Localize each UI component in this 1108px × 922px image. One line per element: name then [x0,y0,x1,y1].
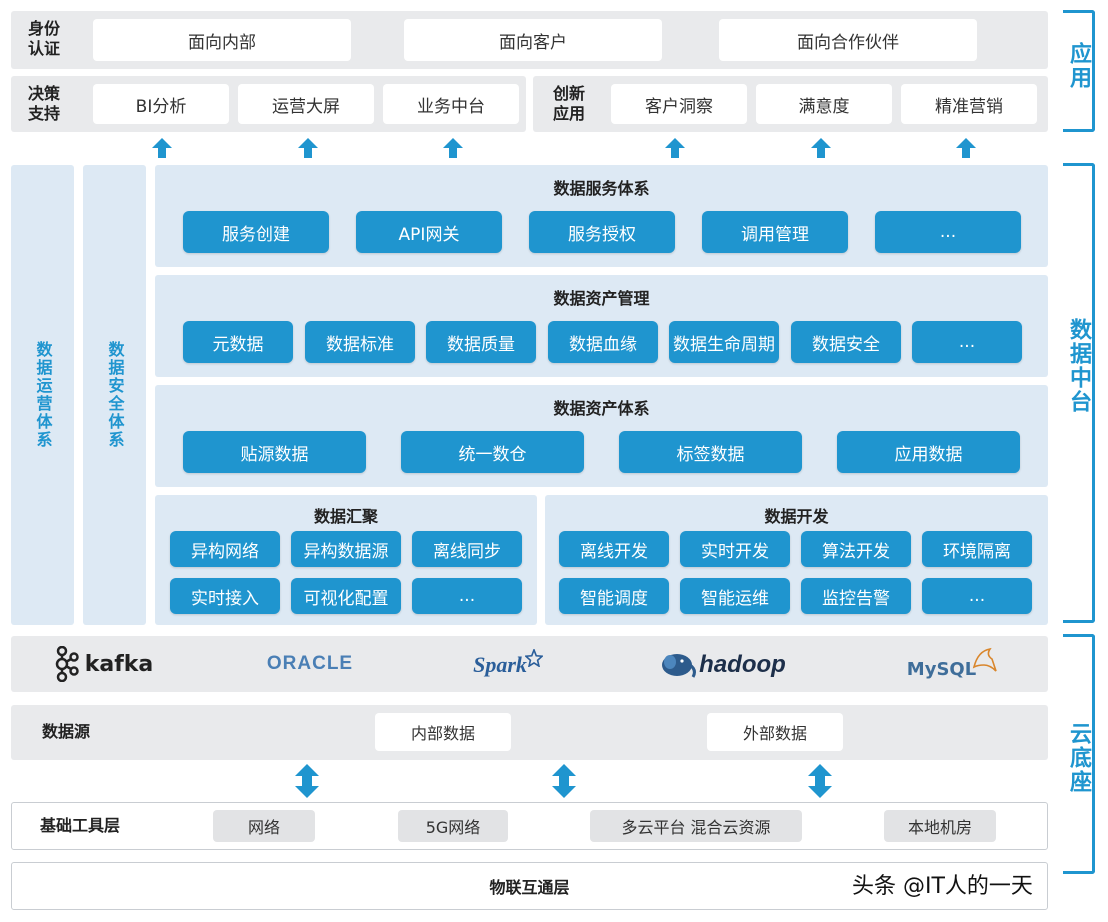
identity-label: 身份 认证 [28,19,61,58]
develop-item-offline[interactable]: 离线开发 [559,531,669,567]
innovation-label: 创新 应用 [553,84,586,123]
infra-label: 基础工具层 [40,816,121,835]
row2-item-biz[interactable]: 业务中台 [383,84,519,124]
collect-item-realtime[interactable]: 实时接入 [170,578,280,614]
asset-mgmt-item-standard[interactable]: 数据标准 [305,321,415,363]
service-item-gateway[interactable]: API网关 [356,211,502,253]
watermark: 头条 @IT人的一天 [852,874,1033,899]
infra-band [11,802,1048,850]
spark-text: Spark [473,652,527,677]
hadoop-text: hadoop [699,651,786,678]
develop-item-algorithm[interactable]: 算法开发 [801,531,911,567]
arrow-up-icon [665,138,685,158]
asset-system-item-app[interactable]: 应用数据 [837,431,1020,473]
star-icon [524,649,543,667]
hadoop-logo: hadoop [645,644,800,686]
collect-item-network[interactable]: 异构网络 [170,531,280,567]
develop-item-monitor[interactable]: 监控告警 [801,578,911,614]
decision-label: 决策 支持 [28,84,61,123]
service-item-call[interactable]: 调用管理 [702,211,848,253]
kafka-text: kafka [84,651,154,677]
dolphin-icon [972,647,997,672]
collect-item-offline-sync[interactable]: 离线同步 [412,531,522,567]
oracle-logo: ORACLE [250,648,370,680]
middle-bracket [1063,163,1095,623]
collect-title: 数据汇聚 [313,507,378,526]
infra-item-5g[interactable]: 5G网络 [398,810,508,842]
develop-item-isolation[interactable]: 环境隔离 [922,531,1032,567]
develop-item-schedule[interactable]: 智能调度 [559,578,669,614]
mysql-text: MySQL [906,658,977,680]
asset-system-item-source[interactable]: 贴源数据 [183,431,366,473]
develop-item-realtime[interactable]: 实时开发 [680,531,790,567]
datasource-label: 数据源 [42,722,91,741]
infra-item-cloud[interactable]: 多云平台 混合云资源 [590,810,802,842]
row2-item-insight[interactable]: 客户洞察 [611,84,747,124]
asset-mgmt-item-security[interactable]: 数据安全 [791,321,901,363]
side-label-base: 云底座 [1066,722,1091,794]
arrow-up-icon [298,138,318,158]
collect-item-datasource[interactable]: 异构数据源 [291,531,401,567]
service-item-more[interactable]: ... [875,211,1021,253]
row2-item-bi[interactable]: BI分析 [93,84,229,124]
asset-mgmt-item-metadata[interactable]: 元数据 [183,321,293,363]
row1-item-internal[interactable]: 面向内部 [93,19,351,61]
develop-item-ops[interactable]: 智能运维 [680,578,790,614]
security-panel: 数据安全体系 [83,165,146,625]
datasource-band [11,705,1048,760]
asset-system-item-tag[interactable]: 标签数据 [619,431,802,473]
double-arrow-icon [808,764,832,798]
arrow-up-icon [443,138,463,158]
asset-mgmt-item-lifecycle[interactable]: 数据生命周期 [669,321,779,363]
asset-mgmt-item-more[interactable]: ... [912,321,1022,363]
collect-item-more[interactable]: ... [412,578,522,614]
spark-logo: Spark [463,644,553,686]
ops-panel-label: 数据运营体系 [33,341,53,449]
row2-item-marketing[interactable]: 精准营销 [901,84,1037,124]
asset-mgmt-item-quality[interactable]: 数据质量 [426,321,536,363]
kafka-logo: kafka [48,644,158,684]
app-bracket [1063,10,1095,132]
oracle-text: ORACLE [266,653,354,674]
infra-item-local[interactable]: 本地机房 [884,810,996,842]
develop-title: 数据开发 [764,507,829,526]
iot-label: 物联互通层 [489,878,570,897]
develop-item-more[interactable]: ... [922,578,1032,614]
iot-band: 物联互通层 [11,862,1048,910]
collect-item-visual[interactable]: 可视化配置 [291,578,401,614]
row2-item-screen[interactable]: 运营大屏 [238,84,374,124]
asset-system-item-warehouse[interactable]: 统一数仓 [401,431,584,473]
arrow-up-icon [956,138,976,158]
row1-item-partner[interactable]: 面向合作伙伴 [719,19,977,61]
infra-item-network[interactable]: 网络 [213,810,315,842]
datasource-item-external[interactable]: 外部数据 [707,713,843,751]
service-title: 数据服务体系 [553,179,650,198]
kafka-icon [55,646,79,682]
side-label-app: 应用 [1066,42,1091,90]
arrow-up-icon [811,138,831,158]
double-arrow-icon [552,764,576,798]
row1-item-customer[interactable]: 面向客户 [404,19,662,61]
service-item-auth[interactable]: 服务授权 [529,211,675,253]
asset-system-title: 数据资产体系 [553,399,650,418]
elephant-icon [662,654,697,678]
asset-mgmt-title: 数据资产管理 [553,289,650,308]
mysql-logo: MySQL [905,644,1000,686]
double-arrow-icon [295,764,319,798]
base-bracket [1063,634,1095,874]
row2-item-satisfaction[interactable]: 满意度 [756,84,892,124]
datasource-item-internal[interactable]: 内部数据 [375,713,511,751]
side-label-middle: 数据中台 [1066,318,1091,414]
asset-mgmt-item-lineage[interactable]: 数据血缘 [548,321,658,363]
security-panel-label: 数据安全体系 [105,341,125,449]
service-item-create[interactable]: 服务创建 [183,211,329,253]
ops-panel: 数据运营体系 [11,165,74,625]
arrow-up-icon [152,138,172,158]
